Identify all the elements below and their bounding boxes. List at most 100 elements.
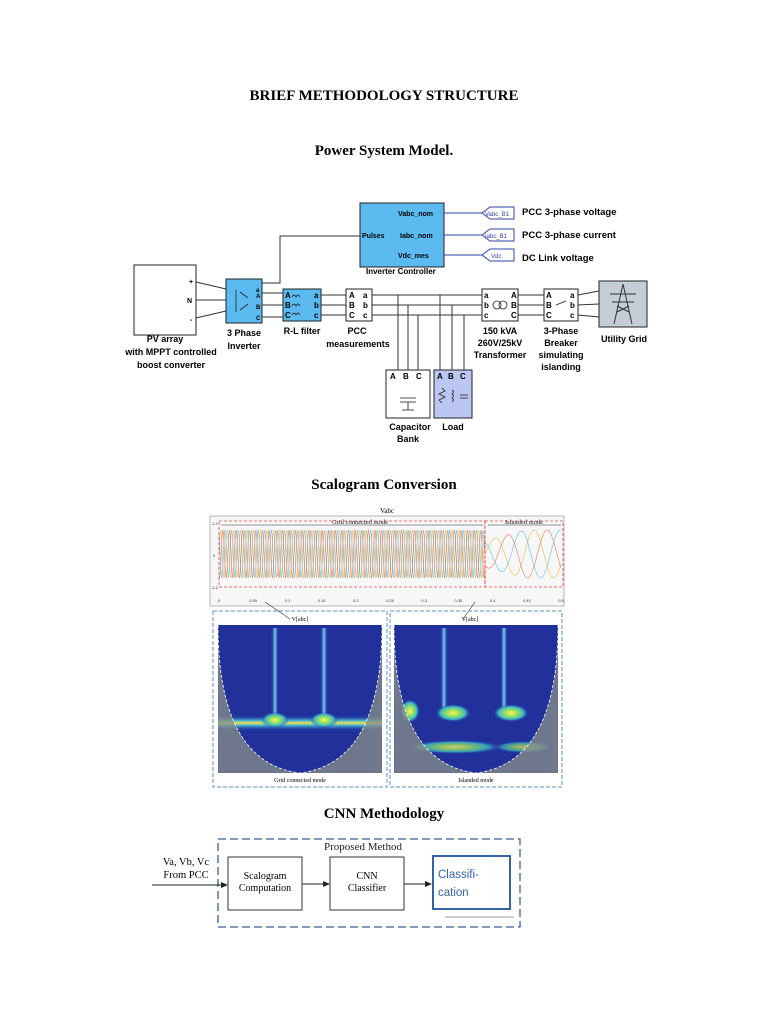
inverter-controller-block <box>359 202 445 268</box>
breaker-port-b: B <box>546 301 552 310</box>
cap-port-a: A <box>390 372 396 381</box>
breaker-label-line2: Breaker <box>544 338 578 348</box>
islanded-mode-label: Islanded mode <box>505 519 543 526</box>
grid-mode-scalogram-frame <box>212 610 388 788</box>
scalogram-computation-block <box>227 856 303 911</box>
transformer-label-line2: 260V/25kV <box>478 338 523 348</box>
controller-port-vdc: Vdc_mes <box>398 253 429 260</box>
breaker-port-b-out: b <box>570 301 575 310</box>
goto-tag-iabc: Iabc_B1 <box>485 234 508 240</box>
xtick-label: 0.3 <box>421 598 427 603</box>
transformer-label-line1: 150 kVA <box>483 326 518 336</box>
load-block <box>433 369 473 419</box>
capacitor-symbol-icon <box>400 397 416 411</box>
cap-port-c: C <box>416 372 422 381</box>
pv-pin-plus: + <box>189 279 193 286</box>
vabc-waveform-plot <box>209 515 565 607</box>
cnn-block-line2: Classifier <box>348 883 387 894</box>
signal-label-current: PCC 3-phase current <box>522 230 617 241</box>
breaker-label-line3: simulating <box>538 350 583 360</box>
islanded-scalogram-frame <box>389 610 563 788</box>
grid-connected-mode-label: Grid connected mode <box>332 519 388 526</box>
power-pylon-icon <box>610 283 636 325</box>
ytick-top: 1.2 <box>212 521 218 526</box>
pcc-label-line1: PCC <box>347 326 367 336</box>
pcc-port-b: B <box>349 301 355 310</box>
rlc-load-symbol-icon <box>438 387 468 404</box>
utility-grid-label: Utility Grid <box>601 334 647 344</box>
left-scalogram-caption: Grid connected mode <box>274 778 326 784</box>
xtick-label: 0.45 <box>523 598 532 603</box>
controller-port-vabc: Vabc_nom <box>398 211 433 218</box>
breaker-port-a-out: a <box>570 291 575 300</box>
utility-grid-block <box>598 280 648 328</box>
inverter-label-line2: Inverter <box>227 341 261 351</box>
capacitor-label-line2: Bank <box>397 434 420 444</box>
waveform-phase-trace <box>218 529 562 579</box>
breaker-label-line1: 3-Phase <box>544 326 579 336</box>
right-scalogram-title: V[abc] <box>462 617 479 623</box>
breaker-label-line4: islanding <box>541 362 581 372</box>
scalogram-block-line1: Scalogram <box>244 871 287 882</box>
breaker-port-c-out: c <box>570 311 575 320</box>
scalogram-figure: Vabc Grid connected mode Islanded mode 1… <box>205 503 569 791</box>
xtick-label: 0.15 <box>318 598 327 603</box>
pcc-port-c: C <box>349 311 355 320</box>
pv-label-line3: boost converter <box>137 360 206 370</box>
filter-port-a-out: a <box>314 291 319 300</box>
rl-filter-block <box>282 288 322 322</box>
scalogram-block-line2: Computation <box>239 883 291 894</box>
grid-mode-region <box>218 520 486 588</box>
controller-pulses-label: Pulses <box>362 233 385 240</box>
pv-label-line2: with MPPT controlled <box>124 347 217 357</box>
pv-pin-minus: - <box>190 317 193 324</box>
controller-name: Inverter Controller <box>366 267 436 276</box>
load-port-a: A <box>437 372 443 381</box>
transformer-port-b-in: b <box>484 301 489 310</box>
xtick-label: 0 <box>218 598 221 603</box>
load-port-b: B <box>448 372 454 381</box>
pcc-measurement-block <box>345 288 373 322</box>
proposed-method-frame <box>217 838 521 928</box>
breaker-block <box>543 288 579 322</box>
page-title: BRIEF METHODOLOGY STRUCTURE <box>249 88 519 104</box>
signal-label-voltage: PCC 3-phase voltage <box>522 207 617 218</box>
cnn-block-line1: CNN <box>356 871 377 882</box>
cnn-method-diagram: Proposed Method Va, Vb, Vc From PCC Scal… <box>152 838 521 928</box>
section-scalogram-heading: Scalogram Conversion <box>311 477 457 493</box>
transformer-block <box>481 288 519 322</box>
load-label: Load <box>442 422 464 432</box>
transformer-label-line3: Transformer <box>474 350 527 360</box>
pcc-port-b-out: b <box>363 301 368 310</box>
xtick-label: 0.4 <box>490 598 496 603</box>
load-port-c: C <box>460 372 466 381</box>
goto-tag-vabc: Vabc_B1 <box>485 212 510 218</box>
input-source-label: From PCC <box>163 870 208 881</box>
goto-tag-vdc: Vdc <box>491 254 501 260</box>
controller-port-iabc: Iabc_nom <box>400 233 433 240</box>
breaker-port-c: C <box>546 311 552 320</box>
pv-label-line1: PV array <box>147 334 184 344</box>
transformer-port-c-out: C <box>511 311 517 320</box>
vabc-plot-title: Vabc <box>380 507 394 515</box>
section-power-system-heading: Power System Model. <box>314 143 454 159</box>
xtick-label: 0.1 <box>285 598 291 603</box>
input-signals-label: Va, Vb, Vc <box>163 857 210 868</box>
inverter-block <box>225 278 263 324</box>
classification-block-line1: Classifi- <box>438 869 479 881</box>
grid-mode-scalogram-image <box>218 625 382 773</box>
islanded-mode-region <box>484 520 564 588</box>
pcc-label-line2: measurements <box>326 339 390 349</box>
classification-block-line2: cation <box>438 887 469 899</box>
classification-block <box>432 855 511 910</box>
pv-pin-n: N <box>187 298 192 305</box>
cnn-classifier-block <box>329 856 405 911</box>
inverter-port-c: C <box>256 316 261 322</box>
proposed-method-title: Proposed Method <box>324 841 402 853</box>
xtick-label: 0.2 <box>353 598 359 603</box>
waveform-phase-trace <box>218 529 562 579</box>
ytick-bottom: -1.2 <box>211 585 219 590</box>
breaker-port-a: A <box>546 291 552 300</box>
transformer-port-a-in: a <box>484 291 489 300</box>
transformer-port-a-out: A <box>511 291 517 300</box>
